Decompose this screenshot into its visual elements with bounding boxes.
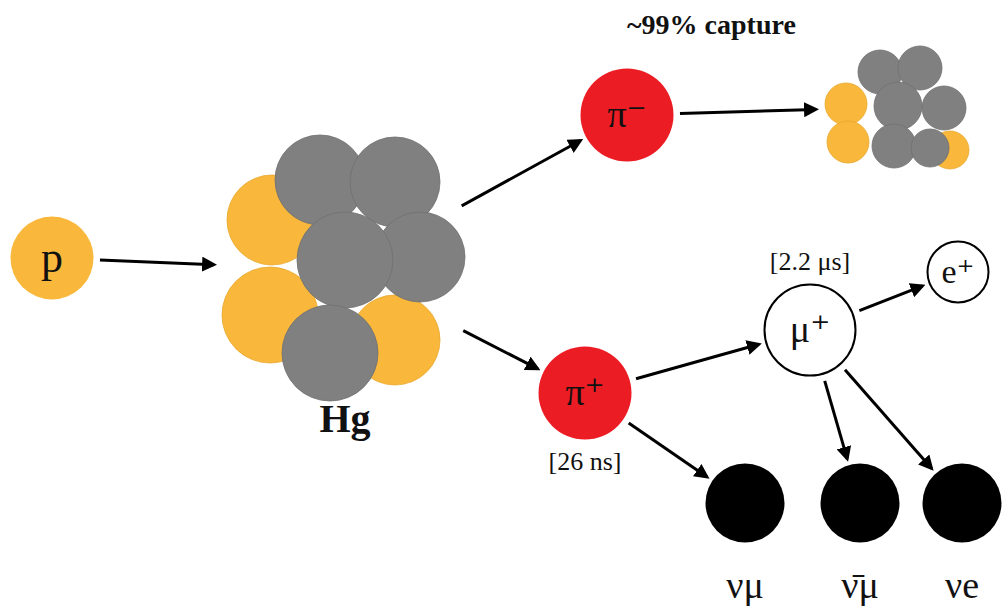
particle-label: Hg — [319, 397, 370, 441]
nucleon — [827, 121, 869, 163]
positron-circle — [928, 242, 989, 303]
decay-arrow — [845, 370, 932, 469]
circle-outline — [705, 463, 785, 543]
pion-circle: π⁺[26 ns] — [538, 346, 632, 440]
pion-circle — [581, 69, 674, 162]
nucleon — [922, 86, 966, 130]
nucleus-cluster: ~99% capture — [822, 42, 972, 172]
positron-circle: e⁺ — [926, 240, 990, 304]
particle-label: [2.2 μs] — [770, 248, 850, 277]
decay-arrow — [825, 381, 848, 459]
neutrino-circle: ν̄μ — [820, 463, 900, 543]
decay-arrow — [463, 331, 538, 369]
nucleus-drawing — [822, 42, 972, 172]
decay-arrow — [680, 109, 816, 113]
particle-label: [26 ns] — [549, 448, 622, 477]
particle-label: νμ — [726, 565, 764, 607]
particle-symbol: μ⁺ — [790, 309, 830, 351]
decay-arrow — [636, 344, 759, 378]
nucleon — [911, 129, 949, 167]
nucleon — [872, 124, 916, 168]
neutrino-circle — [821, 464, 900, 543]
circle-outline — [820, 463, 900, 543]
muon-circle: μ⁺[2.2 μs] — [763, 283, 857, 377]
decay-arrow — [100, 260, 214, 265]
pion-circle — [539, 347, 632, 440]
nucleus-cluster: Hg — [220, 135, 470, 405]
particle-label: νe — [945, 565, 979, 607]
proton-circle: p — [10, 216, 94, 300]
nucleon — [874, 82, 922, 130]
particle-label: ν̄μ — [841, 565, 879, 607]
particle-symbol: e⁺ — [941, 253, 974, 290]
nucleon — [282, 305, 378, 401]
muon-circle — [765, 285, 856, 376]
neutrino-circle — [706, 464, 785, 543]
particle-symbol: π⁻ — [607, 94, 646, 136]
neutrino-circle — [923, 464, 1002, 543]
pion-circle: π⁻ — [580, 68, 674, 162]
nucleon — [297, 212, 393, 308]
proton-circle — [11, 217, 94, 300]
particle-symbol: π⁺ — [565, 372, 604, 414]
decay-arrow — [629, 423, 707, 477]
circle-outline — [922, 463, 1002, 543]
nucleus-drawing — [220, 135, 470, 405]
neutrino-circle: νe — [922, 463, 1002, 543]
decay-arrow — [462, 141, 581, 206]
nucleon — [825, 83, 867, 125]
decay-arrow — [859, 286, 922, 311]
particle-label: ~99% capture — [627, 10, 796, 41]
neutrino-circle: νμ — [705, 463, 785, 543]
particle-symbol: p — [41, 234, 63, 282]
